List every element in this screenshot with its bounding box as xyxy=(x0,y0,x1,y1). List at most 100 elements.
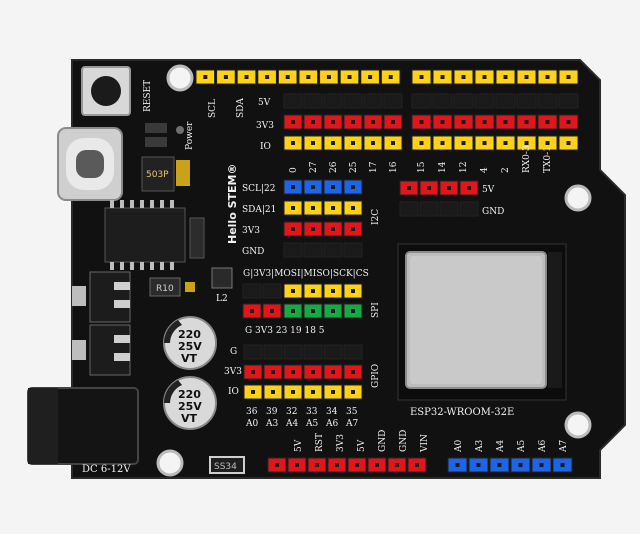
i2c-row-gnd: GND xyxy=(242,247,264,257)
sda-label: SDA xyxy=(236,98,246,118)
header-pin-hole xyxy=(291,99,295,103)
power-side-gnd: GND xyxy=(482,207,504,217)
header-pin-hole xyxy=(368,75,373,79)
header-pin-hole xyxy=(440,120,445,124)
header-pin-hole xyxy=(295,463,299,467)
header-pin-hole xyxy=(482,75,487,79)
header-pin-hole xyxy=(503,120,508,124)
esp32-module xyxy=(397,243,567,401)
gpio-pin-number: 36 xyxy=(246,407,258,417)
smd-component xyxy=(145,123,167,133)
gpio-pin-number: 32 xyxy=(286,407,297,417)
gpio-pin-analog: A6 xyxy=(325,419,338,429)
usb-c-port xyxy=(57,127,123,201)
module-label: ESP32-WROOM-32E xyxy=(410,407,514,418)
regulator-tab xyxy=(72,286,86,306)
electrolytic-capacitor-1 xyxy=(163,316,217,370)
header-pin-hole xyxy=(270,309,274,313)
header-pin-hole xyxy=(271,350,275,354)
header-pin-hole xyxy=(351,141,355,145)
bottom-power-label: 5V xyxy=(294,439,304,452)
header-pin-hole xyxy=(331,370,335,374)
header-pin-hole xyxy=(311,350,315,354)
smd-capacitor xyxy=(185,282,195,292)
fuse xyxy=(209,456,245,474)
header-pin-hole xyxy=(391,120,395,124)
header-pin-hole xyxy=(482,120,487,124)
header-pin-hole xyxy=(271,370,275,374)
bottom-analog-label: A4 xyxy=(496,440,506,453)
cap1-value: 220 xyxy=(178,328,201,341)
header-pin-hole xyxy=(388,75,393,79)
header-pin-hole xyxy=(270,289,274,293)
header-pin-hole xyxy=(447,186,451,190)
gpio-pin-analog: A0 xyxy=(245,419,258,429)
electrolytic-capacitor-2 xyxy=(163,376,217,430)
reset-button[interactable] xyxy=(81,66,131,116)
header-pin-hole xyxy=(265,75,270,79)
header-pin-hole xyxy=(419,120,424,124)
gpio-pin-number: 39 xyxy=(266,407,278,417)
tl-pin-label: 17 xyxy=(369,161,379,173)
header-pin-hole xyxy=(427,186,431,190)
i2c-label: I2C xyxy=(371,209,381,225)
spi-label: SPI xyxy=(371,302,381,318)
fuse-label: SS34 xyxy=(214,462,237,472)
gpio-row-g: G xyxy=(230,347,237,357)
header-pin-hole xyxy=(467,207,471,211)
header-pin-hole xyxy=(311,99,315,103)
bottom-power-label: GND xyxy=(378,430,388,452)
header-pin-hole xyxy=(291,289,295,293)
spi-header-label: G|3V3|MOSI|MISO|SCK|CS xyxy=(243,269,369,279)
tr-pin-label: 14 xyxy=(438,161,448,173)
header-pin-hole xyxy=(351,120,355,124)
header-pin-hole xyxy=(566,75,571,79)
gpio-label: GPIO xyxy=(371,364,381,388)
header-pin-hole xyxy=(455,463,460,467)
header-pin-hole xyxy=(251,370,255,374)
header-pin-hole xyxy=(419,141,424,145)
header-pin-hole xyxy=(371,120,375,124)
header-pin-hole xyxy=(250,289,254,293)
header-pin-hole xyxy=(351,227,355,231)
header-pin-hole xyxy=(251,350,255,354)
inductor-l2-label: L2 xyxy=(216,294,228,304)
tr-pin-label: 15 xyxy=(417,161,427,173)
header-pin-hole xyxy=(331,248,335,252)
scl-label: SCL xyxy=(208,99,218,118)
bottom-power-label: RST xyxy=(315,433,325,452)
header-pin-hole xyxy=(545,75,550,79)
header-pin-hole xyxy=(482,141,487,145)
i2c-row-scl: SCL|22 xyxy=(242,184,276,194)
header-pin-hole xyxy=(331,99,335,103)
tl-pin-label: 25 xyxy=(349,161,359,173)
header-pin-hole xyxy=(440,75,445,79)
reset-label: RESET xyxy=(143,80,153,112)
tl-pin-label: 16 xyxy=(389,161,399,173)
header-pin-hole xyxy=(524,99,529,103)
header-pin-hole xyxy=(503,99,508,103)
header-pin-hole xyxy=(311,370,315,374)
header-pin-hole xyxy=(476,463,481,467)
header-pin-hole xyxy=(440,99,445,103)
tr-pin-label: RX0-3 xyxy=(522,145,532,173)
header-pin-hole xyxy=(461,75,466,79)
voltage-regulator xyxy=(89,271,131,323)
header-pin-hole xyxy=(419,99,424,103)
gpio-pin-analog: A3 xyxy=(265,419,278,429)
header-pin-hole xyxy=(331,227,335,231)
header-pin-hole xyxy=(566,99,571,103)
header-pin-hole xyxy=(351,289,355,293)
bottom-analog-label: A5 xyxy=(517,440,527,453)
header-pin-hole xyxy=(311,185,315,189)
header-pin-hole xyxy=(331,289,335,293)
row-label-io: IO xyxy=(260,142,271,152)
header-pin-hole xyxy=(461,99,466,103)
header-pin-hole xyxy=(351,370,355,374)
tr-pin-label: TX0-1 xyxy=(543,146,553,173)
regulator-pin xyxy=(114,282,130,290)
regulator-pin xyxy=(114,353,130,361)
header-pin-hole xyxy=(331,141,335,145)
gpio-pin-analog: A7 xyxy=(345,419,358,429)
mounting-holes xyxy=(156,64,592,477)
